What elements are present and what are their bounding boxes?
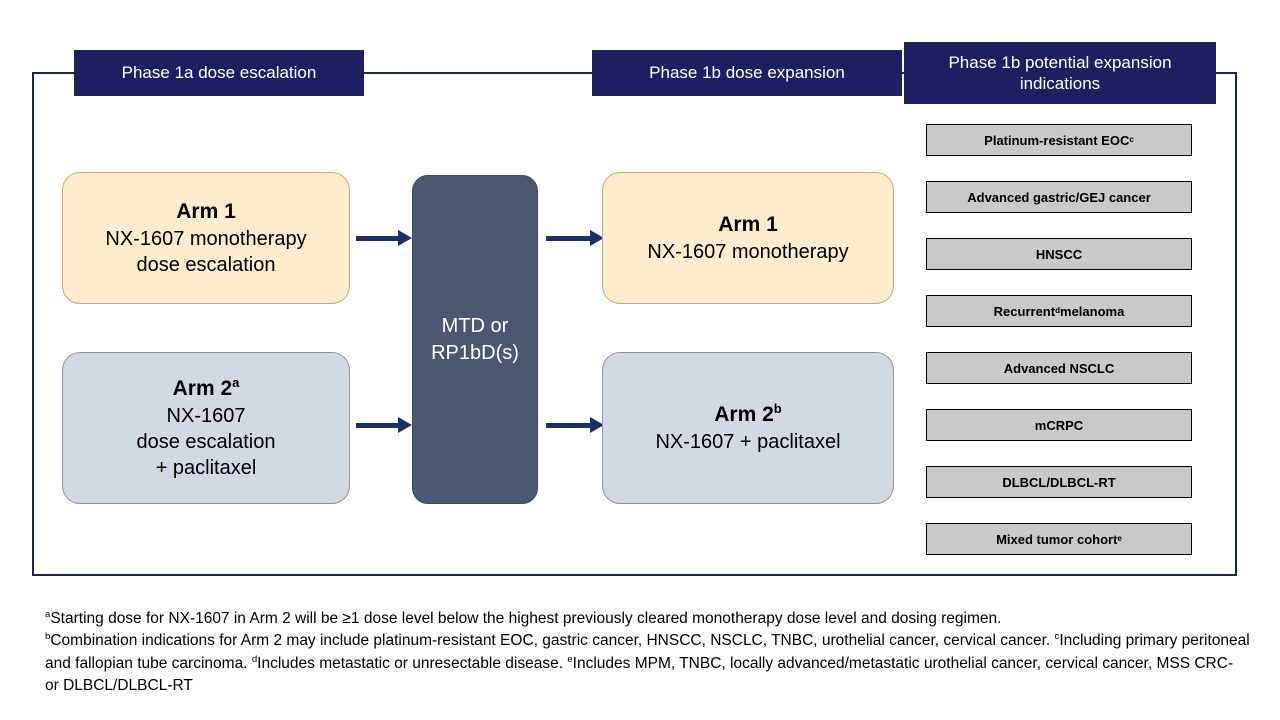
footnote-b-marker: b (45, 631, 51, 643)
indication-label: Advanced gastric/GEJ cancer (967, 189, 1151, 205)
escalation-arm1-line2: NX-1607 monotherapy (105, 227, 307, 250)
footnote-a-text: Starting dose for NX-1607 in Arm 2 will … (50, 610, 1002, 627)
expansion-arm2-title: Arm 2b (714, 401, 781, 428)
indication-label-suffix: melanoma (1060, 303, 1125, 319)
escalation-arm1-line3: dose escalation (136, 253, 276, 276)
footnote-b-text: Combination indications for Arm 2 may in… (50, 632, 1055, 650)
expansion-arm2-box: Arm 2b NX-1607 + paclitaxel (602, 352, 894, 504)
arrow-head-icon (590, 417, 604, 433)
indication-label: mCRPC (1034, 417, 1084, 433)
expansion-arm2-line2: NX-1607 + paclitaxel (655, 430, 841, 453)
expansion-arm2-footnote-marker: b (773, 401, 782, 417)
arrow-head-icon (398, 230, 412, 246)
footnote-c-text: Including primary peritoneal and fallopi… (45, 632, 1250, 672)
indication-pill[interactable]: HNSCC (926, 238, 1192, 270)
arrow-escalation-arm2-to-mtd (356, 417, 412, 433)
phase-header-1a-label: Phase 1a dose escalation (121, 63, 317, 83)
escalation-arm2-line4: + paclitaxel (155, 456, 257, 479)
expansion-arm2-title-text: Arm 2 (714, 403, 774, 427)
escalation-arm1-box: Arm 1 NX-1607 monotherapy dose escalatio… (62, 172, 350, 304)
arrow-mtd-to-expansion-arm1 (546, 230, 604, 246)
footnote-a-marker: a (45, 608, 51, 620)
phase-header-1b-expansion-line1: Phase 1b potential expansion (948, 52, 1172, 72)
escalation-arm2-box: Arm 2a NX-1607 dose escalation + paclita… (62, 352, 350, 504)
escalation-arm2-line3: dose escalation (136, 430, 276, 453)
footnote-e-text: Includes MPM, TNBC, locally advanced/met… (45, 654, 1234, 695)
footnote-d-marker: d (251, 653, 258, 665)
footnote-a: aStarting dose for NX-1607 in Arm 2 will… (45, 608, 1250, 630)
arrow-head-icon (398, 417, 412, 433)
indication-pill[interactable]: DLBCL/DLBCL-RT (926, 466, 1192, 498)
phase-header-1b-label: Phase 1b dose expansion (649, 63, 845, 83)
phase-header-1b-expansion-line2: indications (1019, 74, 1101, 93)
footnote-c-marker: c (1054, 631, 1060, 643)
arrow-escalation-arm1-to-mtd (356, 230, 412, 246)
mtd-line1: MTD or (441, 314, 509, 337)
phase-header-1b-dose-expansion: Phase 1b dose expansion (592, 50, 902, 96)
phase-header-1a-dose-escalation: Phase 1a dose escalation (74, 50, 364, 96)
escalation-arm2-footnote-marker: a (232, 375, 240, 391)
indication-label: HNSCC (1035, 246, 1083, 262)
indication-pill[interactable]: mCRPC (926, 409, 1192, 441)
footnotes-block: aStarting dose for NX-1607 in Arm 2 will… (45, 608, 1250, 698)
arrow-shaft (356, 235, 398, 241)
footnote-bcde: bCombination indications for Arm 2 may i… (45, 630, 1250, 697)
arrow-shaft (356, 422, 398, 428)
phase-header-1b-expansion-label: Phase 1b potential expansion indications (948, 52, 1171, 95)
indication-label: Platinum-resistant EOC (984, 132, 1130, 148)
expansion-arm1-line2: NX-1607 monotherapy (647, 240, 849, 263)
indication-label: DLBCL/DLBCL-RT (1002, 474, 1116, 490)
mtd-rp1bd-decision-box: MTD or RP1bD(s) (412, 175, 538, 504)
arrow-head-icon (590, 230, 604, 246)
indication-pill[interactable]: Advanced NSCLC (926, 352, 1192, 384)
escalation-arm1-title: Arm 1 (176, 200, 236, 224)
arrow-shaft (546, 422, 590, 428)
mtd-line2: RP1bD(s) (431, 341, 519, 364)
expansion-arm1-title: Arm 1 (718, 213, 778, 237)
footnote-d-text: Includes metastatic or unresectable dise… (257, 654, 568, 672)
phase-header-1b-potential-expansion-indications: Phase 1b potential expansion indications (904, 42, 1216, 104)
escalation-arm2-title: Arm 2a (173, 375, 240, 402)
indication-label: Recurrent (993, 303, 1056, 319)
indication-pill[interactable]: Advanced gastric/GEJ cancer (926, 181, 1192, 213)
expansion-arm1-box: Arm 1 NX-1607 monotherapy (602, 172, 894, 304)
arrow-shaft (546, 235, 590, 241)
escalation-arm2-title-text: Arm 2 (172, 377, 233, 401)
escalation-arm2-line2: NX-1607 (166, 404, 246, 427)
arrow-mtd-to-expansion-arm2 (546, 417, 604, 433)
footnote-e-marker: e (567, 653, 573, 665)
indication-label: Mixed tumor cohort (996, 531, 1118, 547)
indication-label: Advanced NSCLC (1003, 360, 1115, 376)
